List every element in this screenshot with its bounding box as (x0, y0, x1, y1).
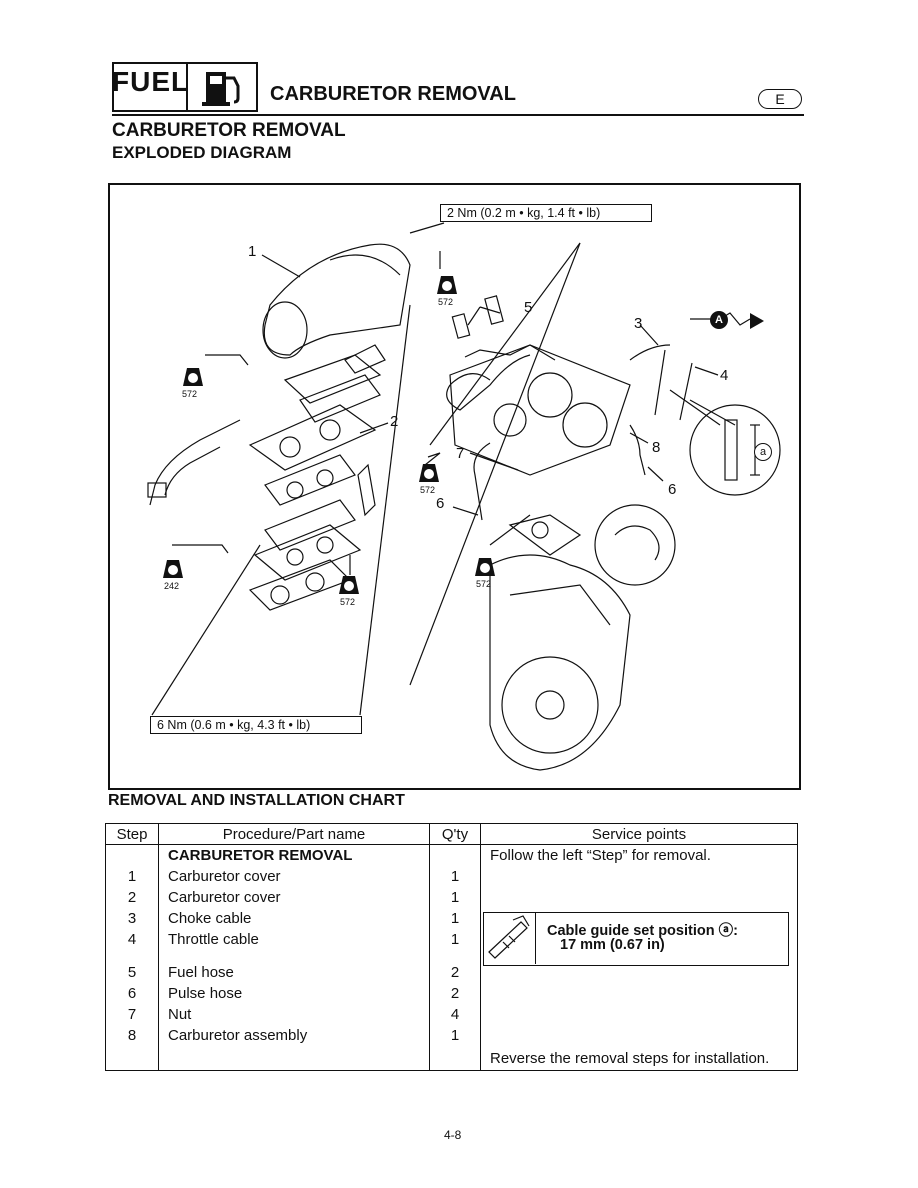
column-header: Q'ty (429, 823, 481, 845)
step-cell (105, 844, 159, 866)
column-header: Service points (480, 823, 798, 845)
loctite-icon (162, 557, 184, 584)
table-row: 6 Pulse hose 2 (105, 983, 798, 1004)
exploded-diagram: 572 572 572 242 572 572 A a 1 2 3 4 5 6 … (108, 183, 801, 790)
qty-cell: 1 (429, 1025, 481, 1046)
caliper-icon (483, 912, 536, 964)
step-cell: 8 (105, 1025, 159, 1046)
service-cell (480, 983, 798, 1004)
procedure-cell: Carburetor cover (158, 887, 430, 908)
service-cell (480, 887, 798, 908)
section-tag: FUEL (112, 66, 190, 97)
page-heading: CARBURETOR REMOVAL (112, 120, 346, 141)
table-row: Reverse the removal steps for installati… (105, 1046, 798, 1071)
loctite-icon (474, 555, 496, 582)
qty-cell: 2 (429, 962, 481, 983)
step-cell: 6 (105, 983, 159, 1004)
step-cell: 7 (105, 1004, 159, 1025)
qty-cell: 1 (429, 887, 481, 908)
torque-spec-bottom: 6 Nm (0.6 m • kg, 4.3 ft • lb) (150, 716, 362, 734)
special-tool-badge: A (710, 311, 728, 329)
qty-cell (429, 1046, 481, 1071)
page-subheading: EXPLODED DIAGRAM (112, 143, 292, 162)
procedure-cell: CARBURETOR REMOVAL (158, 844, 430, 866)
loctite-number: 572 (340, 597, 356, 607)
service-note-line1: Cable guide set position ⓐ: (547, 923, 738, 939)
procedure-cell: Pulse hose (158, 983, 430, 1004)
qty-cell: 1 (429, 929, 481, 950)
loctite-icon (182, 365, 204, 392)
loctite-number: 242 (164, 581, 180, 591)
step-cell: 4 (105, 929, 159, 950)
qty-cell: 1 (429, 866, 481, 887)
service-note-box (483, 912, 789, 966)
loctite-number: 572 (438, 297, 454, 307)
callout-1: 1 (248, 243, 257, 260)
header-title: CARBURETOR REMOVAL (270, 83, 516, 105)
table-row: 7 Nut 4 (105, 1004, 798, 1025)
service-cell: Reverse the removal steps for installati… (480, 1046, 798, 1071)
language-badge: E (758, 89, 802, 109)
torque-spec-top: 2 Nm (0.2 m • kg, 1.4 ft • lb) (440, 204, 652, 222)
callout-8: 8 (652, 439, 661, 456)
procedure-cell: Nut (158, 1004, 430, 1025)
loctite-icon (338, 573, 360, 600)
qty-cell: 2 (429, 983, 481, 1004)
detail-mark: a (754, 443, 772, 461)
loctite-number: 572 (476, 579, 492, 589)
step-cell: 2 (105, 887, 159, 908)
loctite-number: 572 (182, 389, 198, 399)
header-rule (112, 114, 804, 116)
loctite-number: 572 (420, 485, 436, 495)
callout-2: 2 (390, 413, 399, 430)
table-row: CARBURETOR REMOVAL Follow the left “Step… (105, 844, 798, 866)
service-note-line2: 17 mm (0.67 in) (560, 937, 665, 953)
step-cell: 3 (105, 908, 159, 929)
table-row: 8 Carburetor assembly 1 (105, 1025, 798, 1046)
procedure-cell (158, 1046, 430, 1071)
exploded-diagram-drawing (147, 222, 781, 771)
service-cell (480, 1004, 798, 1025)
callout-4: 4 (720, 367, 729, 384)
service-cell: Follow the left “Step” for removal. (480, 844, 798, 866)
qty-cell: 4 (429, 1004, 481, 1025)
callout-7: 7 (456, 445, 465, 462)
loctite-icon (418, 461, 440, 488)
qty-cell (429, 844, 481, 866)
step-cell (105, 1046, 159, 1071)
step-cell: 5 (105, 962, 159, 983)
table-row: 1 Carburetor cover 1 (105, 866, 798, 887)
service-cell (480, 962, 798, 983)
procedure-cell: Throttle cable (158, 929, 430, 950)
fuel-pump-icon (186, 62, 258, 112)
service-cell (480, 1025, 798, 1046)
procedure-cell: Carburetor cover (158, 866, 430, 887)
callout-3: 3 (634, 315, 643, 332)
procedure-cell: Fuel hose (158, 962, 430, 983)
qty-cell: 1 (429, 908, 481, 929)
step-cell: 1 (105, 866, 159, 887)
page-number: 4-8 (444, 1128, 462, 1142)
table-row: 5 Fuel hose 2 (105, 962, 798, 983)
callout-6: 6 (436, 495, 445, 512)
column-header: Step (105, 823, 159, 845)
table-row: 2 Carburetor cover 1 (105, 887, 798, 908)
service-cell (480, 866, 798, 887)
column-header: Procedure/Part name (158, 823, 430, 845)
procedure-cell: Carburetor assembly (158, 1025, 430, 1046)
callout-6b: 6 (668, 481, 677, 498)
chart-title: REMOVAL AND INSTALLATION CHART (108, 792, 405, 809)
callout-5: 5 (524, 299, 533, 316)
loctite-icon (436, 273, 458, 300)
procedure-cell: Choke cable (158, 908, 430, 929)
